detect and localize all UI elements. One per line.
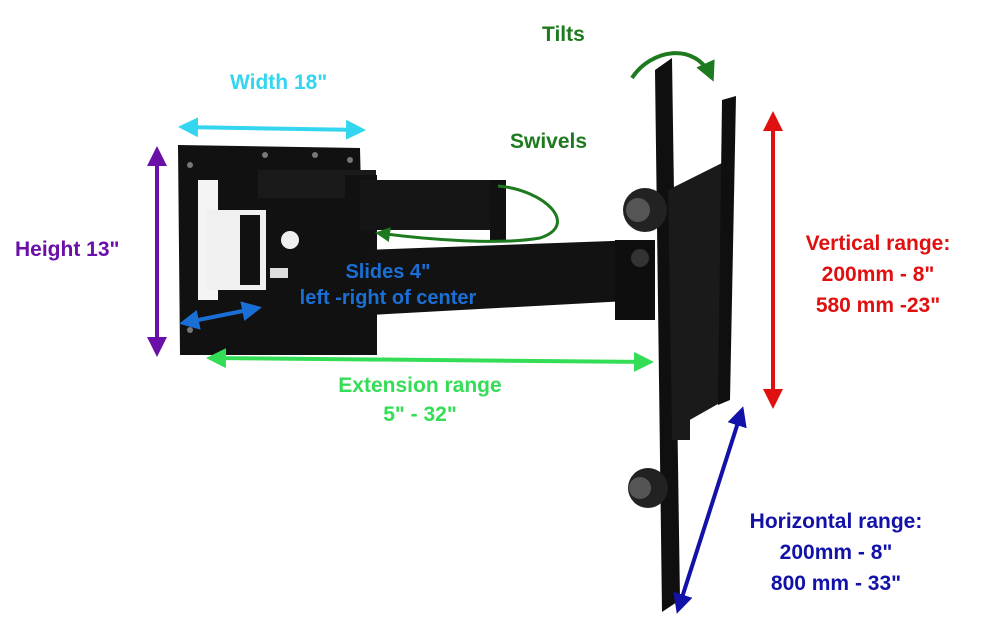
slides-label-line1: Slides 4" bbox=[345, 261, 431, 283]
horizontal-range-line1: Horizontal range: bbox=[749, 510, 923, 533]
vertical-range-line1: Vertical range: bbox=[805, 232, 951, 255]
horizontal-range-line3: 800 mm - 33" bbox=[770, 572, 902, 595]
width-label: Width 18" bbox=[230, 71, 328, 94]
extension-label-line2: 5" - 32" bbox=[383, 403, 457, 426]
swivels-arrow bbox=[375, 184, 559, 243]
articulating-arm bbox=[258, 170, 655, 355]
swivels-label: Swivels bbox=[510, 130, 588, 153]
vertical-range-line2: 200mm - 8" bbox=[821, 263, 935, 286]
extension-label: Extension range 5" - 32" bbox=[300, 375, 540, 425]
vertical-range-line3: 580 mm -23" bbox=[815, 294, 941, 317]
width-arrow bbox=[178, 117, 366, 140]
tilts-arrow bbox=[630, 51, 715, 82]
extension-arrow bbox=[206, 348, 654, 372]
vertical-range-label: Vertical range: 200mm - 8" 580 mm -23" bbox=[776, 233, 980, 316]
height-label: Height 13" bbox=[15, 238, 120, 261]
slides-label: Slides 4" left -right of center bbox=[262, 262, 514, 308]
slides-arrow bbox=[179, 301, 262, 330]
horizontal-range-line2: 200mm - 8" bbox=[779, 541, 893, 564]
horizontal-arrow bbox=[673, 406, 747, 614]
extension-label-line1: Extension range bbox=[338, 374, 502, 397]
slides-label-line2: left -right of center bbox=[299, 287, 477, 309]
tilts-label: Tilts bbox=[542, 23, 585, 46]
horizontal-range-label: Horizontal range: 200mm - 8" 800 mm - 33… bbox=[720, 511, 952, 594]
